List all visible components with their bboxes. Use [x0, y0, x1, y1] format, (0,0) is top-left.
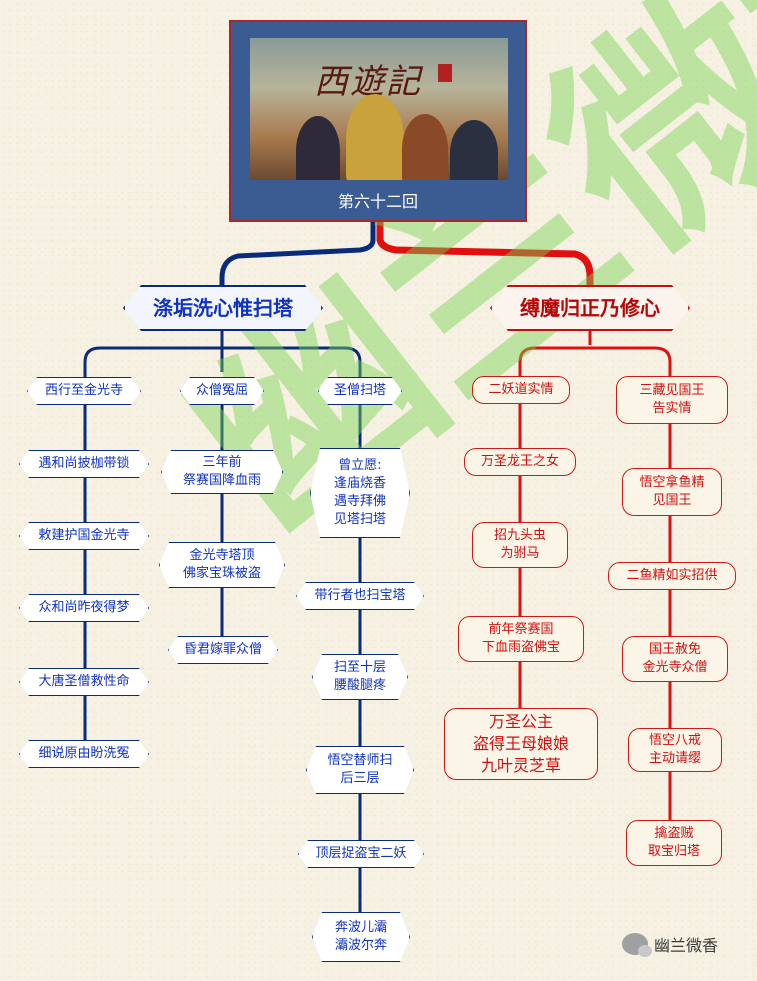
node-r1-item-1: 万圣龙王之女: [464, 448, 576, 476]
node-l2-item-3: 昏君嫁罪众僧: [168, 636, 278, 664]
right-branch-title: 缚魔归正乃修心: [490, 285, 690, 331]
figure-zhu-bajie: [450, 120, 498, 180]
wechat-icon: [622, 933, 652, 957]
node-l3-head: 圣僧扫塔: [318, 377, 402, 405]
node-l1-item-2: 敕建护国金光寺: [19, 522, 149, 550]
node-r2-item-5: 擒盗贼 取宝归塔: [626, 820, 722, 866]
node-r2-item-2: 二鱼精如实招供: [608, 562, 736, 590]
node-l1-item-1: 遇和尚披枷带锁: [19, 450, 149, 478]
node-r1-item-4: 万圣公主 盗得王母娘娘 九叶灵芝草: [444, 708, 598, 780]
node-l3-item-5: 顶层捉盗宝二妖: [298, 840, 424, 868]
node-l3-item-3: 扫至十层 腰酸腿疼: [312, 654, 408, 700]
figure-sha-wujing: [296, 116, 340, 180]
node-r2-head: 三藏见国王 告实情: [616, 376, 728, 424]
node-l3-item-1: 曾立愿: 逢庙烧香 遇寺拜佛 见塔扫塔: [310, 448, 410, 538]
node-l3-item-6: 奔波儿灞 灞波尔奔: [312, 912, 410, 962]
node-r1-head: 二妖道实情: [472, 376, 570, 404]
node-l2-item-1: 三年前 祭赛国降血雨: [161, 450, 283, 494]
node-r2-item-1: 悟空拿鱼精 见国王: [622, 468, 722, 516]
poster-image: 西遊記: [250, 38, 508, 180]
poster-seal: [438, 64, 452, 82]
node-l1-item-5: 细说原由盼洗冤: [19, 740, 149, 768]
figure-tang-seng: [346, 94, 404, 180]
title-card: 西遊記 第六十二回: [229, 20, 527, 222]
node-l1-item-3: 众和尚昨夜得梦: [19, 594, 149, 622]
episode-label: 第六十二回: [337, 192, 418, 211]
node-r2-item-3: 国王赦免 金光寺众僧: [622, 636, 728, 682]
node-r1-item-3: 前年祭赛国 下血雨盗佛宝: [458, 616, 584, 662]
node-l3-item-2: 带行者也扫宝塔: [296, 582, 424, 610]
wechat-account-name: 幽兰微香: [654, 936, 719, 955]
node-l3-item-4: 悟空替师扫 后三层: [306, 746, 414, 794]
figure-sun-wukong: [402, 114, 448, 180]
node-r1-item-2: 招九头虫 为驸马: [472, 522, 568, 568]
left-branch-title: 涤垢洗心惟扫塔: [123, 285, 323, 331]
wechat-account: 幽兰微香: [622, 932, 719, 957]
node-l2-head: 众僧冤屈: [180, 377, 264, 405]
right-trunk: [376, 222, 594, 285]
node-l1-head: 西行至金光寺: [27, 377, 141, 405]
left-trunk: [219, 222, 376, 285]
node-r2-item-4: 悟空八戒 主动请缨: [628, 728, 722, 772]
node-l2-item-2: 金光寺塔顶 佛家宝珠被盗: [159, 542, 285, 588]
node-l1-item-4: 大唐圣僧救性命: [19, 668, 149, 696]
